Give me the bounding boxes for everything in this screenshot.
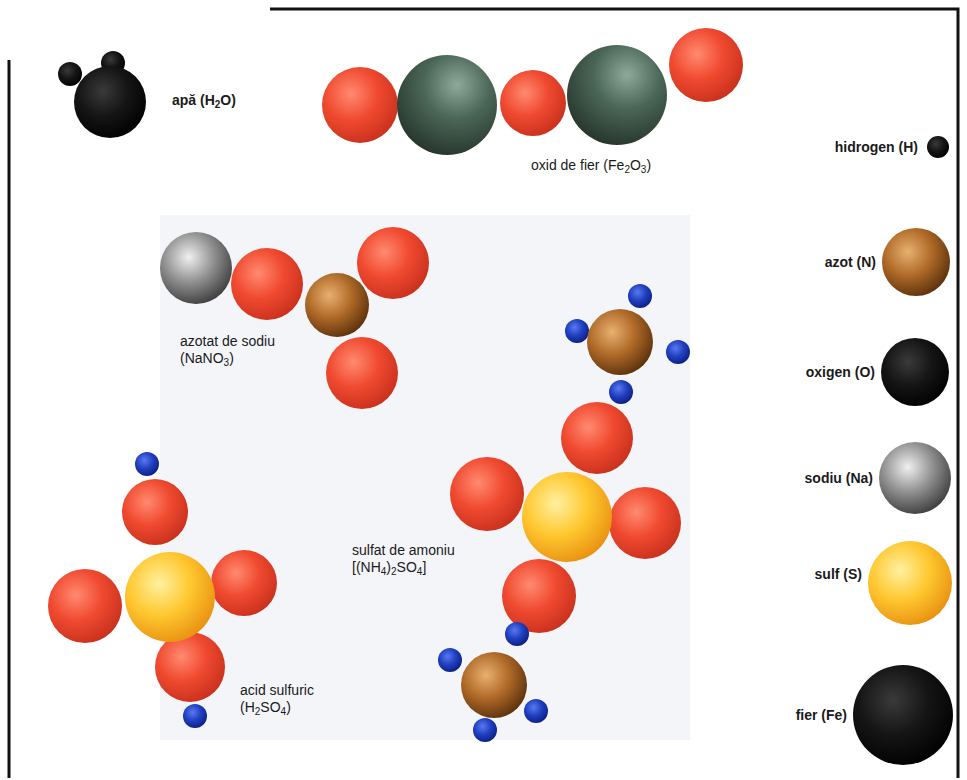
element-key-label: sulf (S) [815, 566, 862, 583]
text-run: sulf (S) [815, 566, 862, 582]
text-run: ) [386, 559, 391, 575]
text-run: SO [260, 699, 280, 715]
text-run: oxigen (O) [806, 364, 875, 380]
text-run: oxid de fier (Fe [531, 157, 624, 173]
molecule-panel [160, 215, 690, 740]
molecule-name: sulfat de amoniu [(NH4)2SO4] [352, 542, 482, 576]
text-run: ) [229, 350, 234, 366]
text-run: O) [220, 92, 236, 108]
page-frame [9, 9, 958, 778]
text-run: ] [422, 559, 426, 575]
subscript: 3 [641, 164, 647, 175]
text-run: azot (N) [825, 254, 876, 270]
molecule-name: azotat de sodiu (NaNO3) [180, 333, 305, 367]
element-key-label: fier (Fe) [796, 707, 847, 724]
element-key-label: sodiu (Na) [805, 470, 873, 487]
element-key-label: oxigen (O) [806, 364, 875, 381]
molecule-name: apă (H2O) [172, 92, 236, 109]
subscript: 4 [281, 706, 287, 717]
text-run: sodiu (Na) [805, 470, 873, 486]
text-run: hidrogen (H) [835, 139, 918, 155]
molecule-name: acid sulfuric (H2SO4) [240, 682, 335, 716]
text-run: fier (Fe) [796, 707, 847, 723]
element-key-label: hidrogen (H) [835, 139, 918, 156]
subscript: 2 [391, 566, 397, 577]
ammonium-sulfate-molecule [438, 284, 690, 742]
text-run: ) [646, 157, 651, 173]
text-run: SO [397, 559, 417, 575]
sodium-nitrate-molecule [160, 227, 429, 409]
element-key-label: azot (N) [825, 254, 876, 271]
subscript: 4 [417, 566, 423, 577]
subscript: 4 [381, 566, 387, 577]
subscript: 2 [215, 99, 221, 110]
water-molecule [58, 51, 146, 138]
element-key-spheres [853, 136, 953, 765]
text-run: apă (H [172, 92, 215, 108]
subscript: 2 [624, 164, 630, 175]
text-run: O [630, 157, 641, 173]
iron-oxide-molecule [322, 28, 743, 155]
subscript: 2 [255, 706, 261, 717]
text-run: ) [286, 699, 291, 715]
molecule-name: oxid de fier (Fe2O3) [531, 157, 651, 174]
subscript: 3 [224, 357, 230, 368]
